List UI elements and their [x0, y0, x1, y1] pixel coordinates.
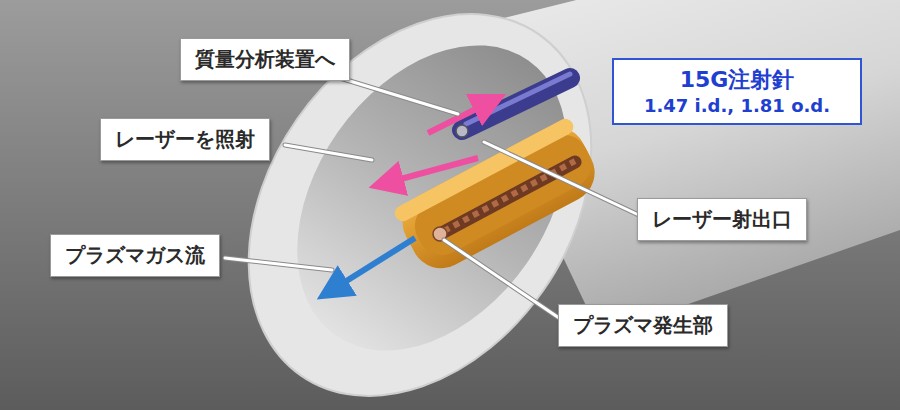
- spec-box: 15G注射針1.47 i.d., 1.81 o.d.: [612, 58, 862, 125]
- callout-label: レーザーを照射: [100, 118, 270, 161]
- callout-label: 質量分析装置へ: [180, 38, 350, 81]
- label-text: 質量分析装置へ: [195, 46, 335, 73]
- label-text: プラズマ発生部: [573, 312, 713, 339]
- label-text: プラズマガス流: [65, 242, 205, 269]
- label-text: 1.47 i.d., 1.81 o.d.: [630, 94, 844, 117]
- label-text: 15G注射針: [630, 66, 844, 94]
- callout-label: プラズマガス流: [50, 234, 220, 277]
- label-text: レーザーを照射: [115, 126, 255, 153]
- callout-label: レーザー射出口: [637, 198, 807, 241]
- callout-label: プラズマ発生部: [558, 304, 728, 347]
- label-text: レーザー射出口: [652, 206, 792, 233]
